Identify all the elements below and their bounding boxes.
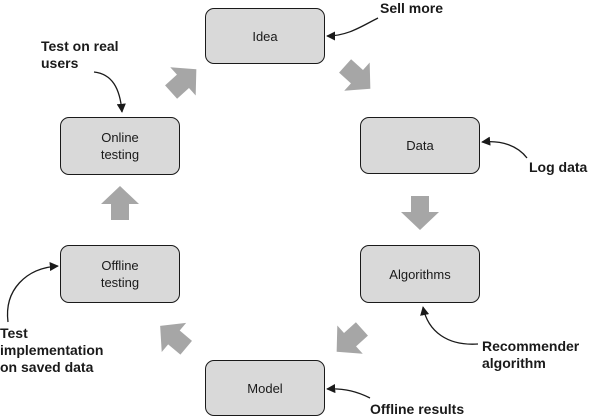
stage-algorithms: Algorithms [360, 245, 480, 303]
flow-arrow-offline-to-online [101, 186, 139, 220]
note-test-on-real-users: Test on real users [41, 38, 119, 71]
callout-recommender-algorithm [420, 306, 479, 345]
flow-arrow-model-to-offline [147, 311, 199, 363]
note-recommender-algorithm: Recommender algorithm [482, 338, 580, 371]
callout-test-on-real-users [93, 71, 126, 113]
callout-test-implementation [6, 261, 59, 323]
flow-arrow-idea-to-data [332, 51, 384, 103]
stage-online-testing: Online testing [60, 117, 180, 175]
note-offline-results: Offline results [370, 401, 465, 417]
stage-data: Data [360, 117, 480, 174]
callout-log-data [481, 136, 528, 159]
flow-arrow-online-to-idea [158, 55, 210, 107]
note-test-implementation: Test implementation on saved data [0, 325, 104, 375]
flow-arrow-algorithms-to-model [323, 314, 375, 366]
callout-sell-more [326, 17, 379, 41]
note-log-data: Log data [529, 159, 588, 175]
stage-idea: Idea [205, 8, 325, 64]
flow-arrow-data-to-algorithms [401, 196, 439, 230]
note-sell-more: Sell more [380, 0, 444, 16]
callout-offline-results [326, 384, 371, 399]
stage-offline-testing: Offline testing [60, 245, 180, 303]
stage-model: Model [205, 360, 325, 416]
